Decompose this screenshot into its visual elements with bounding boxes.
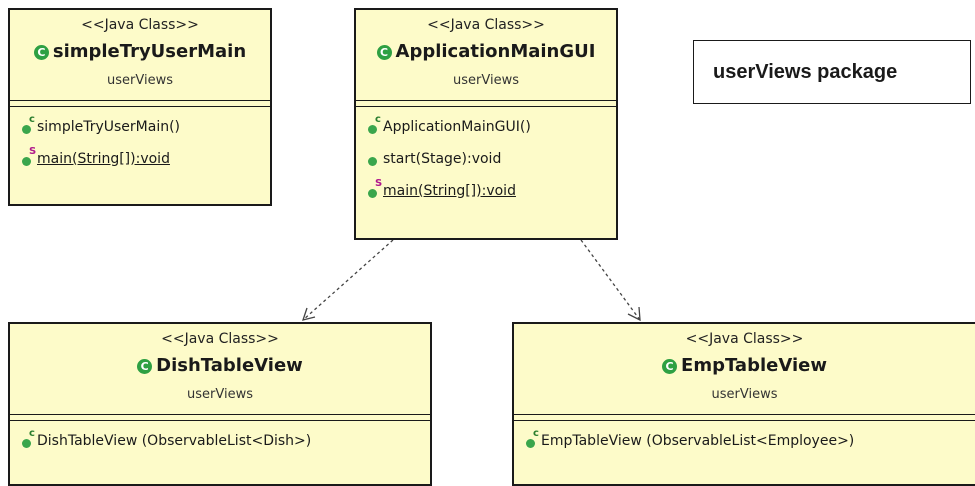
member-label: start(Stage):void (383, 150, 502, 167)
public-constructor-icon: c (22, 114, 35, 134)
member-label: EmpTableView (ObservableList<Employee>) (541, 432, 855, 449)
operations-compartment: c ApplicationMainGUI() start(Stage):void… (356, 107, 616, 207)
class-applicationmaingui[interactable]: <<Java Class>> C ApplicationMainGUI user… (354, 8, 618, 240)
java-class-icon: C (33, 44, 49, 60)
member-label: simpleTryUserMain() (37, 118, 181, 135)
operations-compartment: c simpleTryUserMain() S main(String[]):v… (10, 107, 270, 175)
package-label: userViews (107, 73, 173, 88)
member-constructor[interactable]: c EmpTableView (ObservableList<Employee>… (526, 425, 975, 457)
class-name: DishTableView (156, 355, 303, 376)
arrowhead-emptableview (627, 306, 641, 322)
class-emptableview[interactable]: <<Java Class>> C EmpTableView userViews … (512, 322, 975, 486)
operations-compartment: c DishTableView (ObservableList<Dish>) (10, 421, 430, 457)
class-name: EmpTableView (681, 355, 827, 376)
compartment-divider (514, 420, 975, 421)
member-label: DishTableView (ObservableList<Dish>) (37, 432, 312, 449)
class-name: simpleTryUserMain (52, 41, 247, 62)
member-constructor[interactable]: c DishTableView (ObservableList<Dish>) (22, 425, 430, 457)
class-name: ApplicationMainGUI (395, 41, 596, 62)
stereotype-label: <<Java Class>> (161, 331, 279, 347)
stereotype-label: <<Java Class>> (685, 331, 804, 347)
attributes-compartment (10, 100, 270, 106)
compartment-divider (356, 106, 616, 107)
public-static-method-icon: S (368, 178, 382, 198)
package-label: userViews (453, 73, 519, 88)
java-class-icon: C (376, 44, 392, 60)
java-class-icon: C (137, 358, 153, 374)
dependency-arrow-emptableview (580, 239, 641, 321)
stereotype-label: <<Java Class>> (427, 17, 545, 33)
member-label: ApplicationMainGUI() (383, 118, 531, 135)
public-constructor-icon: c (22, 428, 35, 448)
stereotype-label: <<Java Class>> (81, 17, 199, 33)
class-dishtableview[interactable]: <<Java Class>> C DishTableView userViews… (8, 322, 432, 486)
member-label: main(String[]):void (37, 150, 170, 167)
member-method[interactable]: start(Stage):void (368, 143, 616, 175)
attributes-compartment (514, 414, 975, 420)
arrowhead-dishtableview (302, 307, 316, 321)
package-label: userViews (187, 387, 253, 402)
operations-compartment: c EmpTableView (ObservableList<Employee>… (514, 421, 975, 457)
dependency-arrow-dishtableview (302, 239, 394, 321)
public-constructor-icon: c (526, 428, 539, 448)
member-constructor[interactable]: c simpleTryUserMain() (22, 111, 270, 143)
package-note: userViews package (693, 40, 971, 104)
public-constructor-icon: c (368, 114, 381, 134)
public-method-icon (368, 153, 381, 166)
member-method[interactable]: S main(String[]):void (368, 175, 616, 207)
compartment-divider (10, 420, 430, 421)
attributes-compartment (10, 414, 430, 420)
member-method[interactable]: S main(String[]):void (22, 143, 270, 175)
public-static-method-icon: S (22, 146, 36, 166)
package-label: userViews (711, 387, 778, 402)
member-label: main(String[]):void (383, 182, 516, 199)
compartment-divider (10, 106, 270, 107)
class-simpletryusermain[interactable]: <<Java Class>> C simpleTryUserMain userV… (8, 8, 272, 206)
java-class-icon: C (662, 358, 678, 374)
attributes-compartment (356, 100, 616, 106)
member-constructor[interactable]: c ApplicationMainGUI() (368, 111, 616, 143)
